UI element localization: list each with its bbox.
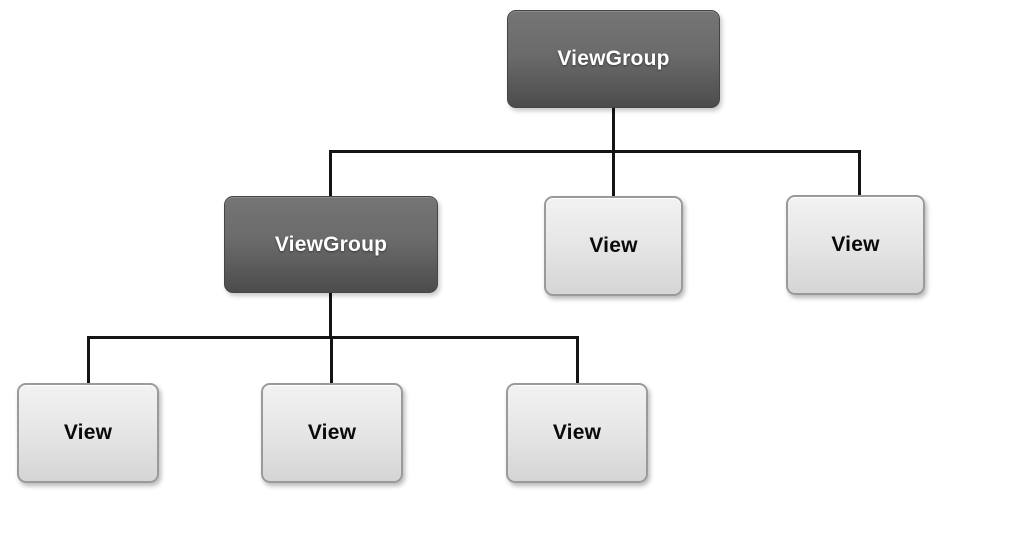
connector-root-stem [612,106,615,152]
connector-drop-child-viewgroup [329,150,332,196]
node-label: View [831,233,880,256]
node-view-child-right: View [786,195,925,295]
node-label: ViewGroup [557,47,670,70]
connector-bus-level1 [330,150,861,153]
node-view-leaf-1: View [17,383,159,483]
node-view-child-middle: View [544,196,683,296]
node-label: View [63,421,113,444]
connector-drop-leaf-view-2 [330,336,333,383]
node-label: ViewGroup [274,232,388,256]
connector-drop-leaf-view-1 [87,336,90,383]
connector-drop-leaf-view-3 [576,336,579,383]
node-label: View [552,421,602,444]
connector-drop-view-middle [612,150,615,196]
node-viewgroup-root: ViewGroup [507,10,720,108]
node-viewgroup-child: ViewGroup [224,196,438,293]
connector-drop-view-right [858,150,861,196]
connector-bus-level2 [87,336,579,339]
node-label: View [307,421,357,444]
connector-child-viewgroup-stem [329,292,332,338]
node-view-leaf-3: View [506,383,648,483]
node-view-leaf-2: View [261,383,403,483]
node-label: View [589,234,638,257]
